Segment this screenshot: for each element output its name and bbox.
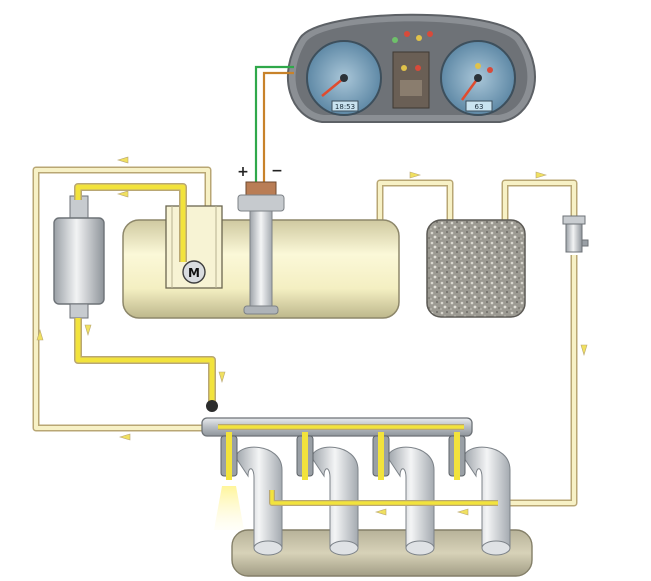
fuel-filter-icon <box>53 195 105 319</box>
injector-icon <box>296 432 314 480</box>
intake-runner <box>311 446 359 556</box>
intake-manifold-icon <box>231 446 533 577</box>
fuel-pump-motor-icon: M <box>182 260 206 284</box>
flow-arrow-icon <box>116 190 129 198</box>
return-line <box>32 166 212 432</box>
flow-arrow-icon <box>535 171 548 179</box>
flow-arrow-icon <box>36 328 44 341</box>
minus-terminal-label: − <box>271 163 283 179</box>
motor-label: M <box>188 266 200 280</box>
plus-terminal-label: + <box>237 164 249 180</box>
flow-arrow-icon <box>409 171 422 179</box>
flow-arrow-icon <box>456 508 469 516</box>
purge-valve-icon <box>562 215 589 253</box>
flow-arrow-icon <box>374 508 387 516</box>
injector-icon <box>448 432 466 480</box>
right-gauge: 63 <box>440 40 516 116</box>
injector-icon <box>372 432 390 480</box>
flow-arrow-icon <box>116 156 129 164</box>
fuel-rail-icon <box>201 400 473 437</box>
purge-line <box>269 490 498 506</box>
instrument-cluster-icon: 18:53 63 <box>286 13 536 123</box>
center-display <box>392 31 433 109</box>
flow-arrow-icon <box>84 324 92 337</box>
charcoal-canister-icon <box>426 219 526 318</box>
intake-runner <box>387 446 435 556</box>
intake-runner <box>235 446 283 556</box>
feed-line <box>74 183 216 408</box>
sender-wires <box>254 65 294 182</box>
flow-arrow-icon <box>580 344 588 357</box>
left-gauge: 18:53 <box>306 40 382 116</box>
flow-arrow-icon <box>118 433 131 441</box>
trip-readout: 63 <box>475 103 484 111</box>
odometer-readout: 18:53 <box>335 103 355 111</box>
injector-icon <box>214 432 244 530</box>
intake-runner <box>463 446 511 556</box>
flow-arrow-icon <box>218 371 226 384</box>
level-sender-icon <box>237 181 285 315</box>
flow-arrows <box>36 156 588 516</box>
